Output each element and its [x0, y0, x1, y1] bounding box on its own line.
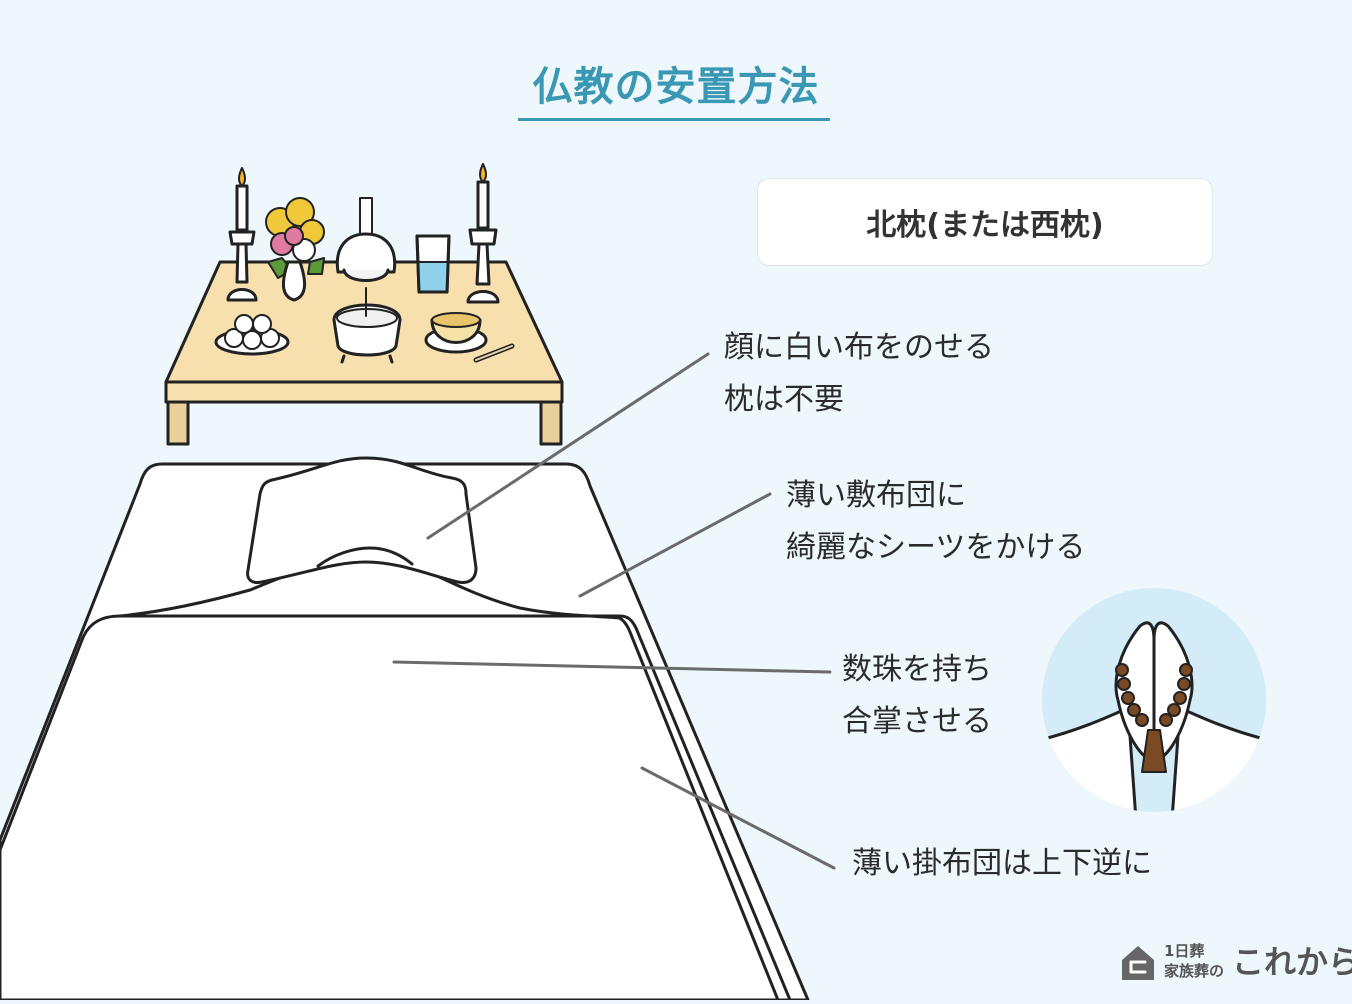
face-cloth — [246, 456, 478, 584]
note-futon-line-1: 薄い敷布団に — [786, 478, 966, 513]
note-face-line-2: 枕は不要 — [724, 382, 844, 417]
note-futon: 薄い敷布団に 綺麗なシーツをかける — [786, 470, 1085, 574]
water-glass — [415, 234, 451, 294]
candle-left — [226, 167, 258, 302]
bell — [335, 197, 397, 317]
brand-tagline-bottom: 家族葬の — [1164, 962, 1225, 980]
title-underline — [518, 118, 830, 121]
brand-logo: 1日葬 家族葬の これから — [1118, 940, 1352, 984]
brand-tagline-top: 1日葬 — [1164, 942, 1205, 960]
bed — [0, 462, 810, 1002]
dumplings — [214, 314, 290, 356]
note-futon-line-2: 綺麗なシーツをかける — [786, 530, 1086, 565]
praying-hands-illustration — [1042, 588, 1266, 812]
house-icon — [1122, 946, 1154, 980]
note-hands-line-1: 数珠を持ち — [842, 652, 992, 687]
note-face-line-1: 顔に白い布をのせる — [724, 330, 994, 365]
incense-bowl — [332, 295, 402, 364]
brand-name: これから — [1232, 943, 1352, 981]
candle-right — [466, 163, 500, 304]
rice-bowl — [424, 312, 515, 363]
leader-lines — [392, 352, 836, 870]
page-title: 仏教の安置方法 — [532, 64, 820, 110]
note-hands-line-2: 合掌させる — [842, 704, 992, 739]
note-cover: 薄い掛布団は上下逆に — [852, 846, 1152, 881]
note-face: 顔に白い布をのせる 枕は不要 — [724, 322, 994, 426]
flower-vase — [265, 197, 325, 302]
note-hands: 数珠を持ち 合掌させる — [842, 644, 992, 748]
pillow-direction-badge: 北枕(または西枕) — [757, 178, 1213, 266]
